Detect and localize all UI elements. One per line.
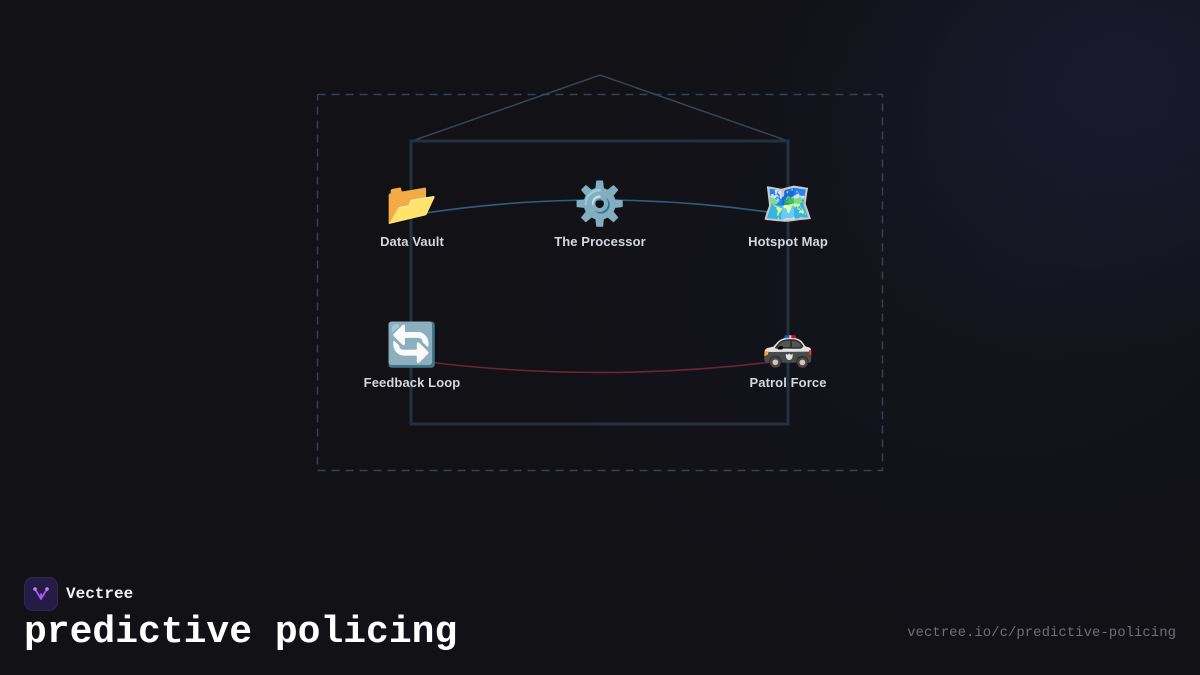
node-label: Patrol Force (749, 375, 827, 390)
counterclockwise-arrows-icon: 🔄 (385, 321, 439, 368)
node-label: The Processor (554, 234, 646, 249)
vectree-branch-icon (24, 577, 58, 611)
brand-name: Vectree (66, 585, 134, 603)
node-label: Hotspot Map (748, 234, 828, 249)
page-url[interactable]: vectree.io/c/predictive-policing (907, 625, 1176, 641)
node-processor[interactable]: ⚙️ The Processor (520, 178, 680, 249)
node-patrol-force[interactable]: 🚓 Patrol Force (708, 319, 868, 390)
outer-dashed-border (316, 93, 884, 472)
node-label: Data Vault (380, 234, 444, 249)
house-frame (409, 139, 790, 426)
page-title: predictive policing (24, 611, 458, 654)
world-map-icon: 🗺️ (761, 180, 815, 227)
node-label: Feedback Loop (363, 375, 461, 390)
roof-outline (411, 74, 789, 142)
node-feedback-loop[interactable]: 🔄 Feedback Loop (332, 319, 492, 390)
police-car-icon: 🚓 (761, 321, 815, 368)
node-data-vault[interactable]: 📂 Data Vault (332, 178, 492, 249)
edge-data-vault-to-hotspot-map (411, 199, 789, 216)
gear-icon: ⚙️ (573, 180, 627, 227)
edge-feedback-loop-to-patrol-force (411, 359, 789, 374)
open-folder-icon: 📂 (385, 180, 439, 227)
brand[interactable]: Vectree (24, 577, 133, 611)
node-hotspot-map[interactable]: 🗺️ Hotspot Map (708, 178, 868, 249)
